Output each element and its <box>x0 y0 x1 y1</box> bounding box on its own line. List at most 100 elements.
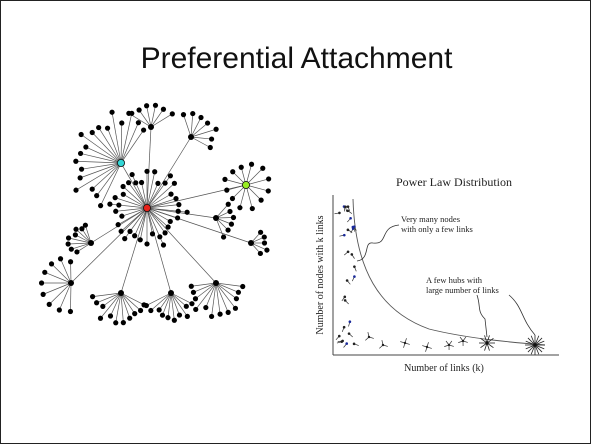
annotation-hubs-pointer-2 <box>509 295 535 335</box>
network-node <box>237 205 242 210</box>
hub-nodes <box>479 335 545 355</box>
network-node <box>83 144 88 149</box>
network-node <box>165 315 170 320</box>
network-node <box>152 169 157 174</box>
network-node <box>258 230 263 235</box>
small-node <box>353 343 356 346</box>
network-node <box>69 247 74 252</box>
network-node <box>148 308 153 313</box>
network-node <box>203 305 208 310</box>
network-node <box>161 107 166 112</box>
network-node <box>175 215 180 220</box>
network-node <box>132 233 137 238</box>
network-hub-node <box>168 290 174 296</box>
network-node <box>120 184 125 189</box>
network-node <box>234 296 239 301</box>
network-node <box>168 173 173 178</box>
small-node <box>343 326 346 329</box>
small-node <box>349 320 352 323</box>
network-node <box>68 259 73 264</box>
network-node <box>153 103 158 108</box>
network-node <box>208 145 213 150</box>
network-node <box>205 120 210 125</box>
small-node <box>346 209 349 212</box>
small-node <box>353 265 356 268</box>
network-node <box>121 320 126 325</box>
network-node <box>74 249 79 254</box>
network-node <box>233 306 238 311</box>
network-node <box>90 187 95 192</box>
y-axis-label: Number of nodes with k links <box>315 215 326 334</box>
network-node <box>116 202 121 207</box>
hub-node <box>533 343 536 346</box>
network-node <box>98 316 103 321</box>
network-node <box>121 192 126 197</box>
small-node <box>404 342 406 344</box>
network-edge <box>151 114 172 127</box>
network-node <box>226 202 231 207</box>
network-node <box>47 302 52 307</box>
network-node <box>79 132 84 137</box>
slide-title: Preferential Attachment <box>1 41 591 77</box>
network-node <box>160 313 165 318</box>
network-node <box>94 193 99 198</box>
small-node <box>346 279 349 282</box>
small-node <box>338 335 341 338</box>
network-node <box>226 310 231 315</box>
network-node <box>96 125 101 130</box>
network-node <box>127 229 132 234</box>
network-hub-node <box>188 134 194 140</box>
network-edge <box>52 264 71 283</box>
network-node <box>78 175 83 180</box>
network-node <box>249 162 254 167</box>
network-node <box>113 195 118 200</box>
network-hub-node <box>88 240 94 246</box>
small-node <box>344 299 347 302</box>
network-node <box>185 210 190 215</box>
network-node <box>230 169 235 174</box>
network-node <box>119 229 124 234</box>
network-node <box>39 280 44 285</box>
small-node <box>353 275 356 278</box>
network-hub-node <box>118 290 124 296</box>
small-node <box>338 212 341 215</box>
network-node <box>260 166 265 171</box>
network-node <box>73 227 78 232</box>
network-edge <box>69 238 91 243</box>
network-node <box>189 284 194 289</box>
network-node <box>225 227 230 232</box>
network-hub-node <box>248 240 254 246</box>
network-node <box>126 111 131 116</box>
network-node <box>181 112 186 117</box>
network-node <box>57 307 62 312</box>
network-node <box>133 180 138 185</box>
network-node <box>190 111 195 116</box>
network-node <box>73 232 78 237</box>
network-node <box>126 180 131 185</box>
network-node <box>127 316 132 321</box>
network-node <box>170 111 175 116</box>
network-node <box>113 209 118 214</box>
network-node <box>172 181 177 186</box>
network-edges <box>42 105 269 322</box>
network-node <box>144 169 149 174</box>
network-node <box>162 230 167 235</box>
network-node <box>90 294 95 299</box>
figure-title: Power Law Distribution <box>396 175 512 189</box>
network-node <box>262 234 267 239</box>
network-node <box>98 203 103 208</box>
network-node <box>250 206 255 211</box>
network-node <box>144 303 149 308</box>
network-node <box>224 188 229 193</box>
network-node <box>73 188 78 193</box>
network-node <box>240 284 245 289</box>
network-edge <box>147 208 251 243</box>
network-node <box>83 223 88 228</box>
network-node <box>266 176 271 181</box>
scale-free-network-diagram <box>31 93 301 343</box>
network-node <box>90 130 95 135</box>
left-hub-node <box>117 159 124 166</box>
network-nodes <box>39 103 271 326</box>
annotation-many-line1: Very many nodes <box>401 214 460 224</box>
